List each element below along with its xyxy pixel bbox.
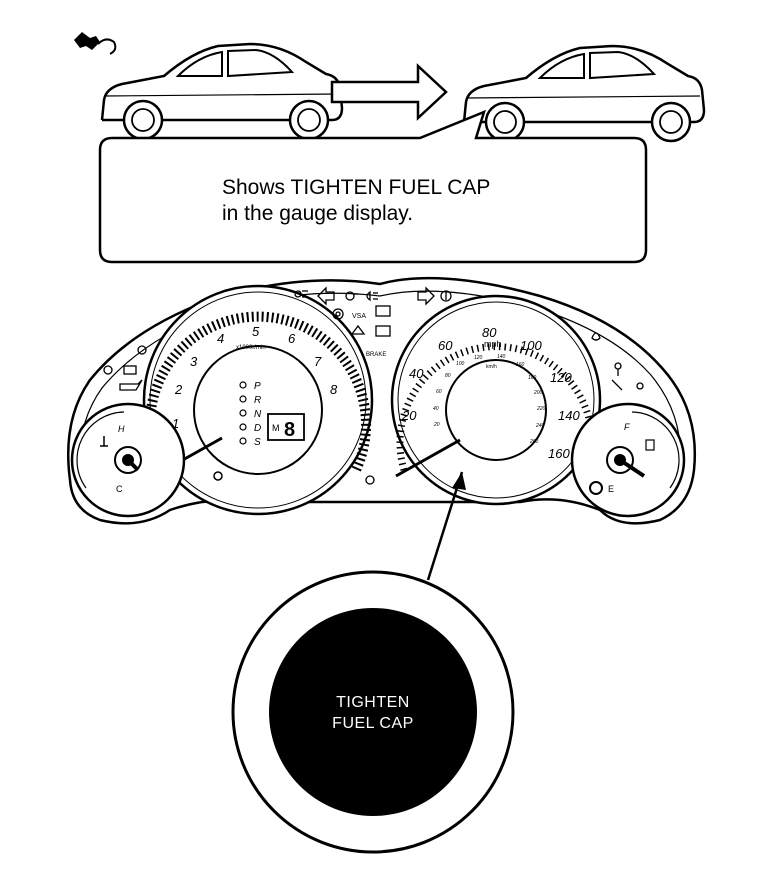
indicator-row: VSA BRAKE xyxy=(103,286,644,485)
gear-s: S xyxy=(254,437,261,448)
warning-box-icon-2 xyxy=(375,325,391,337)
car-after-icon xyxy=(462,44,706,143)
gear-digit: 8 xyxy=(284,419,295,441)
seatbelt-icon xyxy=(611,379,623,391)
display-message-line-1: TIGHTEN xyxy=(336,694,410,711)
fuel-gauge: F E xyxy=(570,402,686,518)
svg-text:20: 20 xyxy=(433,422,440,428)
airbag-icon xyxy=(614,362,622,376)
light-switch-icon xyxy=(636,382,644,390)
fuel-cap-icon xyxy=(74,32,117,55)
display-screen xyxy=(269,608,477,816)
fuel-pump-icon xyxy=(645,439,655,451)
svg-text:120: 120 xyxy=(474,355,483,361)
fuel-full: F xyxy=(624,422,630,432)
tach-number-2: 2 xyxy=(174,382,183,397)
coolant-temp-icon xyxy=(100,436,108,447)
car-before-icon xyxy=(100,42,344,141)
mph-140: 140 xyxy=(558,408,580,423)
tachometer: 1 2 3 4 5 6 7 8 x1000r/min xyxy=(142,284,374,516)
gear-digit-box xyxy=(267,413,305,441)
callout-line-2: in the gauge display. xyxy=(222,202,413,225)
mph-20: 20 xyxy=(401,408,417,423)
callout-box: Shows TIGHTEN FUEL CAP in the gauge disp… xyxy=(98,109,648,264)
mph-60: 60 xyxy=(438,338,453,353)
fog-light-icon xyxy=(345,291,358,301)
svg-text:260: 260 xyxy=(529,439,539,445)
trip-knob-icon xyxy=(589,481,603,495)
warning-box-icon xyxy=(375,305,391,317)
check-engine-icon xyxy=(103,365,113,375)
mph-40: 40 xyxy=(409,366,424,381)
mph-unit: mph xyxy=(484,339,502,349)
kmh-scale: 20 40 60 80 100 120 140 160 180 200 220 … xyxy=(433,354,546,445)
tach-unit: x1000r/min xyxy=(236,345,266,351)
tach-number-5: 5 xyxy=(252,324,260,339)
tach-number-8: 8 xyxy=(330,382,338,397)
instrument-cluster: 1 2 3 4 5 6 7 8 x1000r/min P R N D S xyxy=(67,276,696,581)
gear-d: D xyxy=(254,423,261,434)
mph-160: 160 xyxy=(548,446,570,461)
mph-80: 80 xyxy=(482,325,497,340)
callout-line-1: Shows TIGHTEN FUEL CAP xyxy=(222,176,490,199)
tach-number-7: 7 xyxy=(314,354,322,369)
vsa-label: VSA xyxy=(352,313,366,320)
svg-text:140: 140 xyxy=(497,354,506,360)
svg-text:200: 200 xyxy=(533,390,543,396)
gear-p: P xyxy=(254,381,261,392)
pointer-line xyxy=(426,471,464,581)
tach-number-3: 3 xyxy=(190,354,198,369)
tach-number-4: 4 xyxy=(217,331,224,346)
cruise-icon xyxy=(137,345,147,355)
battery-icon xyxy=(123,365,137,375)
gear-n: N xyxy=(254,409,262,420)
gear-mode: M xyxy=(272,423,280,433)
temperature-gauge: H C xyxy=(70,402,186,518)
temp-high: H xyxy=(118,424,125,434)
svg-text:80: 80 xyxy=(445,373,451,379)
svg-text:60: 60 xyxy=(436,389,442,395)
mph-120: 120 xyxy=(550,370,572,385)
fuel-empty: E xyxy=(608,484,614,494)
display-message-line-2: FUEL CAP xyxy=(332,715,414,732)
turn-left-icon xyxy=(317,286,335,306)
oil-icon xyxy=(119,379,143,391)
magnified-display: TIGHTEN FUEL CAP xyxy=(231,570,515,854)
tach-number-1: 1 xyxy=(172,416,179,431)
svg-text:km/h: km/h xyxy=(486,364,497,370)
security-icon xyxy=(440,290,452,302)
arrow-right-icon xyxy=(330,63,448,121)
lamp-icon xyxy=(365,475,375,485)
gear-dots xyxy=(239,381,247,445)
tach-number-6: 6 xyxy=(288,331,296,346)
mph-100: 100 xyxy=(520,338,542,353)
gear-indicator: P R N D S M 8 xyxy=(239,381,305,448)
brake-label: BRAKE xyxy=(366,352,386,358)
warning-triangle-icon xyxy=(350,324,366,335)
temp-low: C xyxy=(116,484,123,494)
svg-text:40: 40 xyxy=(433,406,439,412)
gear-r: R xyxy=(254,395,261,406)
svg-text:160: 160 xyxy=(516,362,525,368)
speedometer: 20 40 60 80 100 120 140 160 mph 20 40 60… xyxy=(390,294,602,506)
headlight-icon xyxy=(366,290,378,302)
svg-text:240: 240 xyxy=(535,423,545,429)
svg-text:100: 100 xyxy=(456,361,465,367)
turn-right-icon xyxy=(417,286,435,306)
tpms-icon xyxy=(591,332,601,341)
high-beam-icon xyxy=(294,290,308,298)
svg-text:220: 220 xyxy=(536,406,546,412)
brake-system-icon xyxy=(332,308,344,320)
svg-text:180: 180 xyxy=(528,375,537,381)
